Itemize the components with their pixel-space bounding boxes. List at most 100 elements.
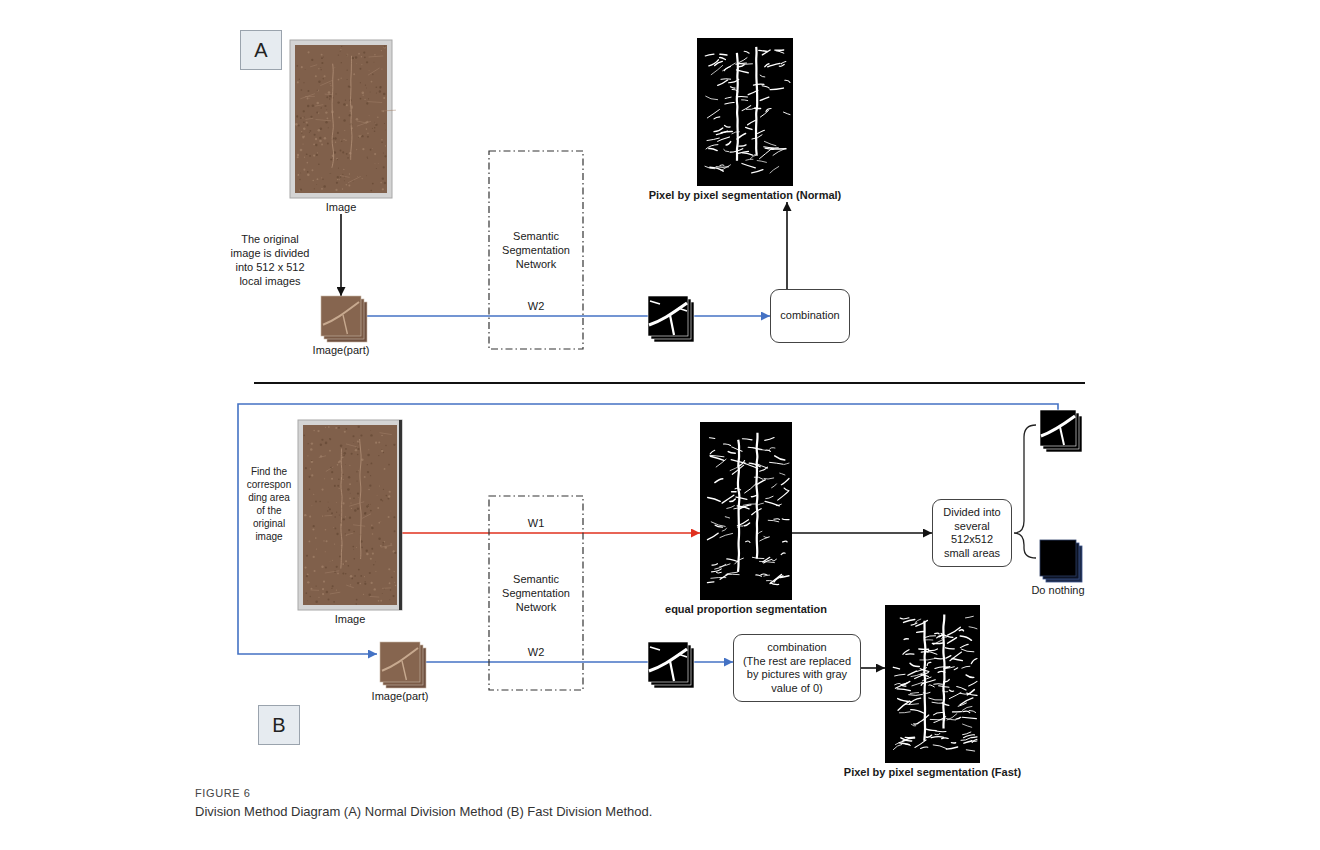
soil-grain bbox=[373, 61, 375, 63]
soil-grain bbox=[390, 589, 391, 590]
root-mask bbox=[941, 637, 946, 638]
root-mask bbox=[712, 564, 717, 565]
note-text: Find the corresponding area of the origi… bbox=[244, 465, 294, 543]
soil-grain bbox=[353, 531, 354, 532]
soil-grain bbox=[321, 54, 323, 56]
root-mask bbox=[926, 735, 932, 737]
root-mask bbox=[904, 619, 915, 622]
soil-grain bbox=[379, 86, 381, 88]
dashed-border bbox=[489, 151, 583, 349]
soil-grain bbox=[297, 156, 299, 158]
root-mask bbox=[774, 518, 780, 520]
soil-grain bbox=[311, 461, 313, 463]
soil-grain bbox=[374, 163, 376, 165]
soil-grain bbox=[319, 140, 322, 143]
soil-grain bbox=[336, 182, 338, 184]
root-mask bbox=[725, 97, 731, 98]
soil-grain bbox=[380, 499, 382, 501]
soil-grain bbox=[333, 601, 335, 603]
picture bbox=[321, 296, 361, 336]
soil-grain bbox=[370, 430, 372, 432]
soil-grain bbox=[323, 185, 326, 188]
image-label: Pixel by pixel segmentation (Normal) bbox=[649, 189, 842, 202]
root-mask bbox=[910, 663, 919, 666]
root-mask bbox=[745, 463, 758, 468]
soil-grain bbox=[379, 485, 380, 486]
root-mask bbox=[946, 747, 957, 749]
soil-grain bbox=[343, 455, 345, 457]
soil-grain bbox=[344, 130, 345, 131]
soil-grain bbox=[383, 489, 384, 490]
soil-grain bbox=[323, 581, 325, 583]
soil-grain bbox=[361, 56, 362, 57]
soil-grain bbox=[351, 453, 353, 455]
root-mask bbox=[764, 141, 776, 145]
soil-grain bbox=[313, 155, 315, 157]
root-mask bbox=[734, 507, 744, 508]
root-mask bbox=[737, 520, 748, 526]
soil-grain bbox=[326, 109, 328, 111]
soil-grain bbox=[366, 128, 368, 130]
root-mask bbox=[752, 135, 762, 139]
soil-grain bbox=[376, 92, 377, 93]
root-mask bbox=[898, 701, 910, 710]
soil-grain bbox=[358, 470, 360, 472]
soil-grain bbox=[381, 139, 383, 141]
soil-grain bbox=[361, 92, 364, 95]
soil-grain bbox=[347, 565, 349, 567]
soil-grain bbox=[331, 588, 332, 589]
soil-grain bbox=[307, 173, 310, 176]
caption-row: Image bbox=[290, 201, 392, 214]
soil-grain bbox=[307, 455, 308, 456]
soil-grain bbox=[336, 566, 338, 568]
root-mask bbox=[745, 484, 756, 493]
soil-grain bbox=[356, 471, 357, 472]
soil-grain bbox=[350, 575, 353, 578]
panel-separator bbox=[254, 382, 1085, 384]
soil-grain bbox=[346, 54, 348, 56]
root-mask bbox=[946, 718, 956, 720]
root-mask bbox=[966, 750, 974, 751]
crack-mark bbox=[670, 315, 674, 335]
soil-grain bbox=[328, 127, 329, 128]
soil-grain bbox=[347, 70, 348, 71]
image-label: Pixel by pixel segmentation (Fast) bbox=[844, 766, 1021, 779]
soil-image: Image bbox=[298, 420, 402, 626]
soil-grain bbox=[297, 115, 298, 116]
soil-grain bbox=[347, 157, 349, 159]
root-mask bbox=[909, 694, 923, 696]
soil-grain bbox=[356, 603, 357, 604]
root-mask bbox=[772, 484, 777, 488]
soil-grain bbox=[329, 172, 331, 174]
root-mask bbox=[716, 131, 727, 135]
root-mask bbox=[714, 128, 723, 132]
root-mask bbox=[935, 733, 940, 734]
soil-grain bbox=[364, 512, 366, 514]
root-trace bbox=[368, 101, 383, 103]
root-mask bbox=[742, 163, 755, 167]
root-mask bbox=[754, 84, 764, 85]
soil-grain bbox=[336, 512, 337, 513]
soil-grain bbox=[385, 145, 386, 146]
root-mask bbox=[966, 675, 974, 678]
root-mask bbox=[715, 61, 723, 65]
soil-grain bbox=[354, 575, 356, 577]
soil-grain bbox=[381, 593, 383, 595]
soil-grain bbox=[322, 593, 324, 595]
soil-grain bbox=[384, 123, 385, 124]
soil-grain bbox=[370, 558, 372, 560]
crack-trace bbox=[343, 315, 347, 334]
empty-tile: Do nothing bbox=[1040, 540, 1076, 597]
soil-grain bbox=[388, 568, 390, 570]
soil-grain bbox=[339, 50, 341, 52]
root-mask bbox=[711, 65, 722, 74]
soil-grain bbox=[309, 488, 311, 490]
soil-grain bbox=[339, 179, 340, 180]
soil-grain bbox=[380, 545, 382, 547]
box-label: combination bbox=[780, 309, 839, 323]
soil-grain bbox=[373, 121, 375, 123]
soil-grain bbox=[349, 492, 351, 494]
root-trace bbox=[305, 96, 315, 97]
